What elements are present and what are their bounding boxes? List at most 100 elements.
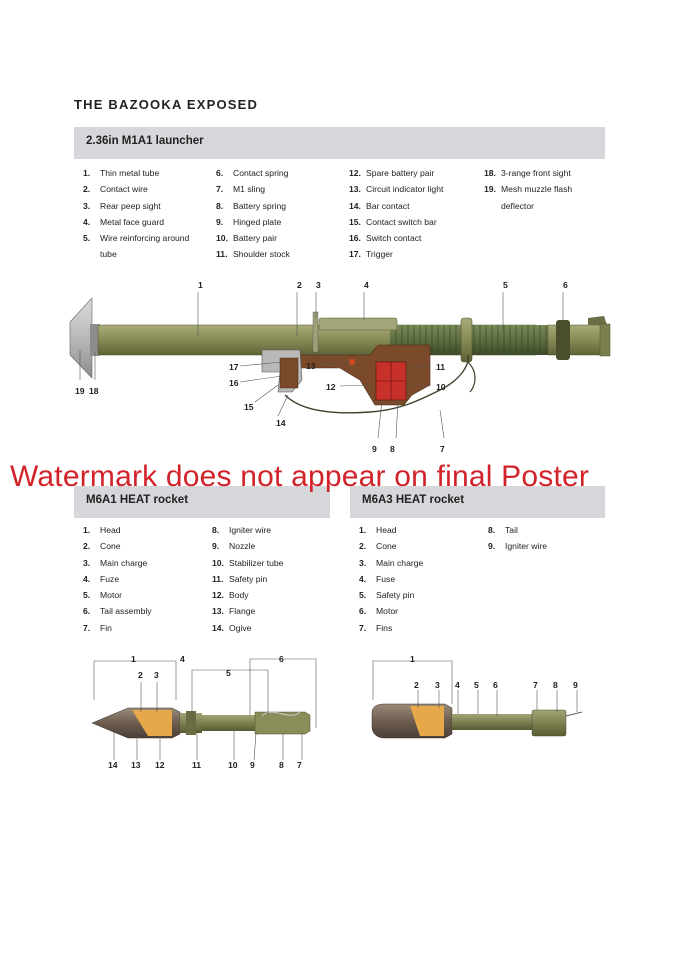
pistol-grip xyxy=(279,357,299,389)
legend-text: Metal face guard xyxy=(100,216,165,227)
m6a3-callout-number: 9 xyxy=(573,680,578,690)
legend-text: Motor xyxy=(100,590,122,601)
m6a3-heading-bar: M6A3 HEAT rocket xyxy=(350,486,605,518)
launcher-heading: 2.36in M1A1 launcher xyxy=(86,135,204,147)
m6a3-heading: M6A3 HEAT rocket xyxy=(362,494,465,506)
legend-number: 7. xyxy=(216,184,224,195)
launcher-callout-number: 2 xyxy=(297,280,302,290)
legend-item: 1.Thin metal tube xyxy=(83,165,200,181)
legend-number: 9. xyxy=(212,541,220,552)
legend-text: Fuse xyxy=(376,573,396,584)
legend-item: 18.3-range front sight xyxy=(484,165,601,181)
launcher-callout-number: 11 xyxy=(436,362,445,372)
m6a1-callout-number: 8 xyxy=(279,760,284,770)
legend-text: Contact wire xyxy=(100,184,148,195)
legend-text: Contact spring xyxy=(233,168,289,178)
legend-text: Contact switch bar xyxy=(366,216,437,227)
legend-text: Battery spring xyxy=(233,200,287,211)
legend-item: 7. M1 sling xyxy=(216,181,290,197)
legend-text: Tail assembly xyxy=(100,606,152,617)
legend-text: Rear peep sight xyxy=(100,200,161,211)
legend-text: Fins xyxy=(376,622,393,633)
m6a1-callout-number: 2 xyxy=(138,670,143,680)
launcher-callout-number: 1 xyxy=(198,280,203,290)
legend-number: 8. xyxy=(216,200,224,211)
legend-number: 5. xyxy=(359,590,367,601)
legend-number: 9. xyxy=(488,541,496,552)
legend-number: 18. xyxy=(484,168,496,178)
m6a1-callout-number: 9 xyxy=(250,760,255,770)
launcher-callout-number: 8 xyxy=(390,444,395,454)
legend-number: 3. xyxy=(83,557,91,568)
legend-number: 14. xyxy=(349,200,361,211)
legend-text: Fuze xyxy=(100,573,120,584)
launcher-legend-column: 6. Contact spring 7. M1 sling 8. Battery spri… xyxy=(216,165,290,263)
legend-text: Head xyxy=(376,525,397,535)
launcher-callout-number: 9 xyxy=(372,444,377,454)
legend-text: Stabilizer tube xyxy=(229,557,284,568)
m6a3-motor xyxy=(452,714,532,730)
face-guard xyxy=(318,317,398,331)
launcher-callout-number: 5 xyxy=(503,280,508,290)
legend-number: 13. xyxy=(349,184,361,195)
legend-item: 8. Battery spring xyxy=(216,198,290,214)
legend-number: 1. xyxy=(83,168,91,178)
legend-text: Tail xyxy=(505,525,518,535)
legend-number: 12. xyxy=(212,590,224,601)
legend-number: 2. xyxy=(83,184,91,195)
legend-number: 4. xyxy=(83,216,91,227)
legend-text: Trigger xyxy=(366,249,393,260)
legend-text: Body xyxy=(229,590,249,601)
m6a1-heading: M6A1 HEAT rocket xyxy=(86,494,189,506)
legend-number: 10. xyxy=(216,233,228,244)
legend-number: 5. xyxy=(83,590,91,601)
legend-number: 1. xyxy=(83,525,91,535)
legend-number: 17. xyxy=(349,249,361,260)
launcher-callout-number: 3 xyxy=(316,280,321,290)
m6a1-callout-number: 3 xyxy=(154,670,159,680)
m6a3-callout-lines xyxy=(372,660,578,716)
launcher-legend-column: 1.Thin metal tube 2. Contact wire 3. Rear pe… xyxy=(83,165,200,263)
m6a1-callout-number: 7 xyxy=(297,760,302,770)
legend-number: 2. xyxy=(83,541,91,552)
launcher-callout-number: 4 xyxy=(364,280,369,290)
legend-number: 15. xyxy=(349,216,361,227)
legend-text: Switch contact xyxy=(366,233,422,244)
legend-number: 8. xyxy=(488,525,496,535)
m6a1-main-charge xyxy=(132,710,172,736)
legend-text: Igniter wire xyxy=(229,525,272,535)
legend-text: Cone xyxy=(376,541,397,552)
legend-item: 7.Fins xyxy=(359,620,423,636)
launcher-callout-number: 12 xyxy=(326,382,336,392)
m6a1-callout-number: 10 xyxy=(228,760,238,770)
m6a1-callout-number: 4 xyxy=(180,654,185,664)
legend-text: M1 sling xyxy=(233,184,265,195)
legend-number: 2. xyxy=(359,541,367,552)
legend-number: 3. xyxy=(83,200,91,211)
muzzle-deflector xyxy=(69,297,93,379)
legend-text: Bar contact xyxy=(366,200,410,211)
contact-spring-band xyxy=(556,320,570,360)
m6a1-safety-pin-band xyxy=(186,711,196,735)
legend-item: 9.Nozzle xyxy=(212,538,283,554)
m6a1-heading-bar: M6A1 HEAT rocket xyxy=(74,486,330,518)
m6a3-callout-number: 1 xyxy=(410,654,415,664)
legend-number: 6. xyxy=(216,168,224,178)
legend-item: 2. Cone xyxy=(359,538,423,554)
m6a3-callout-number: 2 xyxy=(414,680,419,690)
legend-item: 8.Igniter wire xyxy=(212,522,283,538)
legend-number: 7. xyxy=(83,622,91,633)
launcher-callout-number: 17 xyxy=(229,362,239,372)
legend-number: 10. xyxy=(212,557,224,568)
m6a3-callout-number: 7 xyxy=(533,680,538,690)
legend-number: 12. xyxy=(349,168,361,178)
legend-text: Spare battery pair xyxy=(366,168,435,178)
legend-text: Mesh muzzle flash deflector xyxy=(501,184,573,211)
legend-item: 3.Main charge xyxy=(359,555,423,571)
